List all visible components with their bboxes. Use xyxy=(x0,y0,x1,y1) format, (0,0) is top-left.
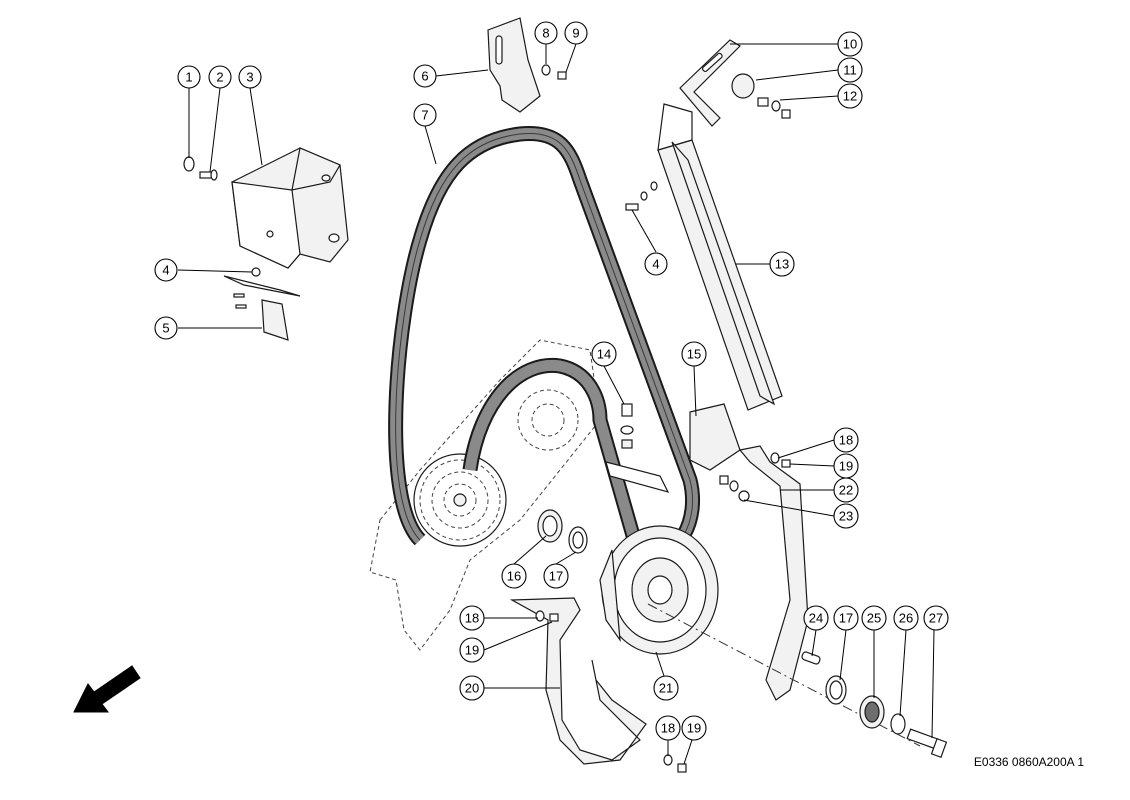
callout-19-right: 19 xyxy=(833,453,859,479)
part-arm-13 xyxy=(657,103,783,411)
part-disc-11 xyxy=(731,73,755,99)
arrow-down-left-icon xyxy=(73,665,141,713)
part-cover-bracket xyxy=(231,147,349,269)
callout-21: 21 xyxy=(653,675,679,701)
svg-text:24: 24 xyxy=(809,611,823,626)
part-bolt-9 xyxy=(557,71,567,80)
svg-text:21: 21 xyxy=(659,681,673,696)
callout-4-right: 4 xyxy=(644,252,668,276)
callout-1: 1 xyxy=(177,65,201,89)
part-ring-17-right xyxy=(825,675,847,705)
svg-text:20: 20 xyxy=(465,681,479,696)
callout-6: 6 xyxy=(413,64,437,88)
svg-text:10: 10 xyxy=(843,37,857,52)
svg-text:6: 6 xyxy=(421,69,428,84)
callout-20: 20 xyxy=(459,675,485,701)
callout-24: 24 xyxy=(803,605,829,631)
part-tensioner-15 xyxy=(605,403,750,502)
callout-9: 9 xyxy=(564,21,588,45)
part-bolt-14 xyxy=(620,403,634,449)
part-fastener-4-upper xyxy=(625,181,658,211)
svg-text:17: 17 xyxy=(839,611,853,626)
part-bushing-25 xyxy=(859,695,885,729)
svg-text:18: 18 xyxy=(661,721,675,736)
drive-pulley xyxy=(413,453,507,547)
part-bushing-16 xyxy=(537,509,563,543)
svg-text:18: 18 xyxy=(465,611,479,626)
callout-14: 14 xyxy=(591,341,617,367)
svg-text:5: 5 xyxy=(162,321,169,336)
callout-16: 16 xyxy=(501,563,527,589)
callout-19-middle: 19 xyxy=(459,637,485,663)
svg-text:18: 18 xyxy=(839,433,853,448)
callout-10: 10 xyxy=(837,31,863,57)
svg-text:25: 25 xyxy=(867,611,881,626)
callout-5: 5 xyxy=(154,316,178,340)
callout-3: 3 xyxy=(238,65,262,89)
svg-text:15: 15 xyxy=(687,347,701,362)
svg-text:4: 4 xyxy=(652,257,659,272)
svg-text:19: 19 xyxy=(687,721,701,736)
svg-text:27: 27 xyxy=(929,611,943,626)
part-key-24 xyxy=(801,651,821,665)
part-ring-17 xyxy=(568,526,588,554)
svg-text:4: 4 xyxy=(162,263,169,278)
callout-19-bottom: 19 xyxy=(681,715,707,741)
callout-13: 13 xyxy=(769,251,795,277)
callout-17-right: 17 xyxy=(833,605,859,631)
svg-text:17: 17 xyxy=(549,569,563,584)
part-washer-18-bottom xyxy=(663,754,673,766)
callout-18-middle: 18 xyxy=(459,605,485,631)
callout-22: 22 xyxy=(833,477,859,503)
callout-4-left: 4 xyxy=(154,258,178,282)
part-pulley-21 xyxy=(599,525,719,655)
part-bolt-27 xyxy=(906,728,948,758)
svg-text:8: 8 xyxy=(542,26,549,41)
svg-text:3: 3 xyxy=(246,70,253,85)
svg-text:12: 12 xyxy=(843,89,857,104)
part-nut-19-bottom xyxy=(677,763,687,773)
part-bolt-12 xyxy=(757,97,791,119)
part-plate-5 xyxy=(223,267,301,341)
svg-text:9: 9 xyxy=(572,26,579,41)
part-washer-1 xyxy=(183,156,195,172)
svg-text:13: 13 xyxy=(775,257,789,272)
part-bracket-10 xyxy=(679,39,741,127)
callout-8: 8 xyxy=(534,21,558,45)
svg-text:1: 1 xyxy=(185,70,192,85)
part-bracket-6 xyxy=(487,17,541,113)
callout-15: 15 xyxy=(681,341,707,367)
svg-text:7: 7 xyxy=(421,108,428,123)
svg-text:19: 19 xyxy=(839,459,853,474)
part-bolt-2 xyxy=(199,169,218,181)
callout-18-right: 18 xyxy=(833,427,859,453)
secondary-belt xyxy=(462,357,648,563)
svg-text:26: 26 xyxy=(899,611,913,626)
callout-12: 12 xyxy=(837,83,863,109)
part-belt-7 xyxy=(388,126,701,568)
svg-text:2: 2 xyxy=(216,70,223,85)
svg-text:23: 23 xyxy=(839,509,853,524)
callout-17-center: 17 xyxy=(543,563,569,589)
part-washer-26 xyxy=(890,713,906,735)
svg-text:19: 19 xyxy=(465,643,479,658)
engine-outline xyxy=(369,339,601,651)
svg-text:14: 14 xyxy=(597,347,611,362)
callout-2: 2 xyxy=(208,65,232,89)
callout-11: 11 xyxy=(837,57,863,83)
callout-18-bottom: 18 xyxy=(655,715,681,741)
diagram-reference-code: E0336 0860A200A 1 xyxy=(973,755,1084,769)
callout-27: 27 xyxy=(923,605,949,631)
svg-text:22: 22 xyxy=(839,483,853,498)
callout-23: 23 xyxy=(833,503,859,529)
svg-text:11: 11 xyxy=(843,63,857,78)
part-washer-8 xyxy=(541,64,551,76)
callout-7: 7 xyxy=(413,103,437,127)
callout-25: 25 xyxy=(861,605,887,631)
callout-26: 26 xyxy=(893,605,919,631)
leader-lines xyxy=(177,43,935,765)
part-bracket-22 xyxy=(738,445,809,701)
svg-text:16: 16 xyxy=(507,569,521,584)
